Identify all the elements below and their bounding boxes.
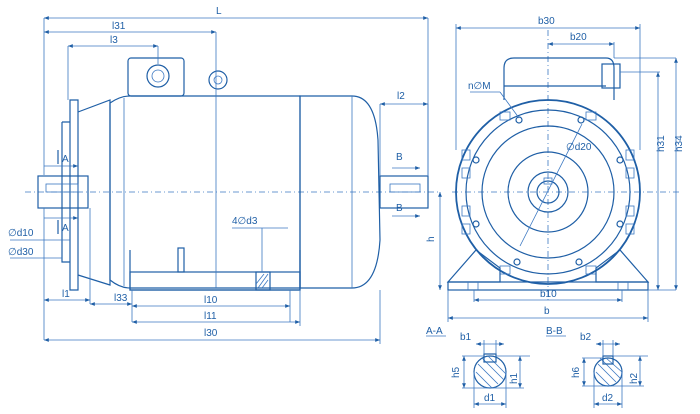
label-n-d3: 4∅d3	[232, 216, 258, 227]
label-L: L	[216, 6, 222, 17]
label-b-top: B	[396, 152, 403, 163]
bolt-hole	[616, 220, 624, 228]
label-b2: b2	[580, 332, 592, 343]
label-h34: h34	[674, 135, 685, 152]
label-l11: l11	[204, 311, 217, 322]
terminal-box-front	[503, 57, 615, 100]
label-b10: b10	[540, 289, 557, 300]
bearing-cap	[507, 151, 589, 233]
terminal-gland-front	[601, 63, 621, 89]
bolt-hole	[577, 116, 585, 124]
side-view: L l31 l3 l2 A A B B ∅d10 ∅d30	[8, 6, 442, 344]
feet-outline	[129, 250, 301, 291]
shaft-section-a	[473, 355, 507, 389]
flange-bolt-circle-ring	[481, 125, 615, 259]
label-b30: b30	[538, 16, 555, 27]
label-l3: l3	[110, 35, 118, 46]
lifting-eye-inner	[213, 75, 223, 85]
fan-cover	[299, 95, 381, 289]
flange	[69, 99, 79, 291]
shaft-right	[379, 175, 429, 209]
shaft-end	[536, 180, 560, 204]
label-d30: ∅d30	[8, 247, 34, 258]
key-section-a	[483, 353, 497, 363]
section-bb-title: B-B	[546, 326, 563, 337]
label-l10: l10	[204, 295, 218, 306]
end-shield-left	[77, 99, 111, 286]
label-d2: d2	[602, 393, 614, 404]
label-a-top: A	[62, 154, 69, 165]
bolt-hole	[616, 156, 624, 164]
spigot	[61, 121, 70, 263]
label-h6: h6	[571, 366, 582, 378]
shaft-keyway	[543, 177, 553, 185]
key-right	[389, 183, 421, 193]
shaft-section-b	[593, 357, 623, 387]
section-bb: B-B b2 h6 h2 d2	[546, 326, 648, 408]
housing-ribs	[465, 109, 631, 275]
bolt-hole	[575, 258, 583, 266]
shaft-boss	[527, 171, 569, 213]
lifting-eye	[208, 70, 228, 90]
label-l33: l33	[114, 293, 128, 304]
label-d20: ∅d20	[566, 142, 592, 153]
housing-outer	[455, 99, 641, 285]
shaft-left	[37, 175, 89, 209]
bolt-hole	[472, 220, 480, 228]
foot-slot	[177, 247, 185, 273]
section-aa-title: A-A	[426, 326, 443, 337]
leader-nM-angled	[499, 91, 520, 119]
label-h: h	[426, 236, 437, 242]
label-h1: h1	[509, 372, 520, 384]
label-h31: h31	[656, 135, 667, 152]
key-section-b	[602, 355, 614, 365]
bolt-holes	[472, 116, 624, 266]
foot-base	[129, 271, 301, 291]
section-aa: A-A b1 h5 h1 d1	[426, 326, 530, 408]
key-left	[45, 183, 79, 193]
cable-gland-inner	[151, 69, 165, 83]
label-l31: l31	[112, 21, 126, 32]
label-l1: l1	[62, 289, 70, 300]
label-h5: h5	[451, 366, 462, 378]
label-l2: l2	[397, 91, 405, 102]
leader-d20	[519, 123, 583, 247]
label-b-bottom: B	[396, 203, 403, 214]
label-b20: b20	[570, 32, 587, 43]
label-a-bottom: A	[62, 223, 69, 234]
bolt-hole	[472, 156, 480, 164]
bolt-hole	[515, 116, 523, 124]
bolt-hole	[513, 258, 521, 266]
foot-hole	[255, 271, 271, 291]
cooling-fins	[461, 111, 635, 275]
label-nM: n∅M	[468, 81, 491, 92]
label-d1: d1	[484, 393, 496, 404]
foot-base-front	[447, 281, 649, 291]
front-view: b30 b20 n∅M ∅d20 h31 h34 b10 b	[446, 16, 685, 322]
terminal-box	[127, 57, 185, 97]
label-b: b	[544, 306, 550, 317]
label-l30: l30	[204, 328, 218, 339]
label-b1: b1	[460, 332, 472, 343]
cable-gland	[146, 64, 170, 88]
label-h2: h2	[629, 372, 640, 384]
label-d10: ∅d10	[8, 228, 34, 239]
